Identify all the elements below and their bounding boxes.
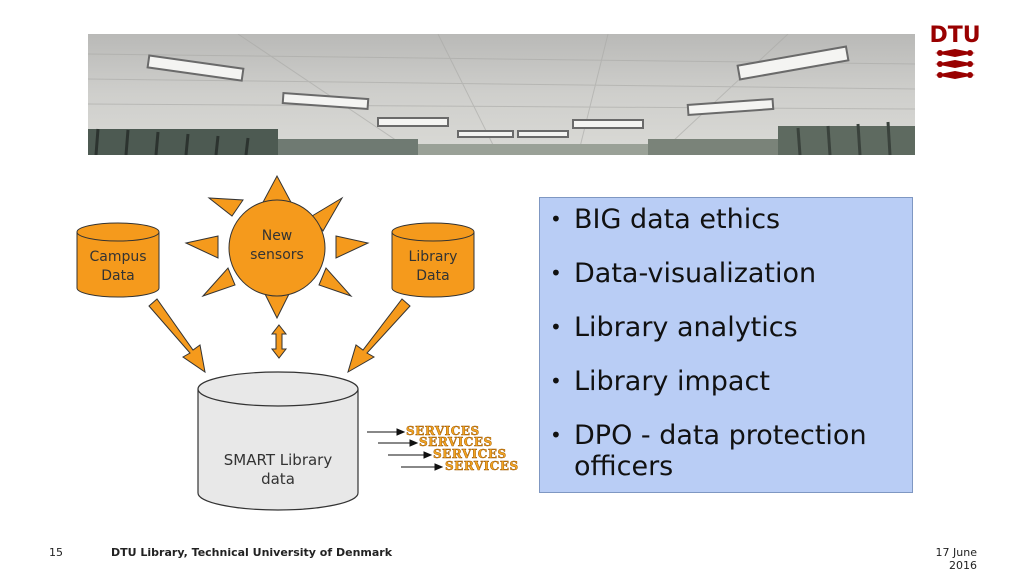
new-sensors-label: New sensors [250,228,304,263]
page-number: 15 [49,546,63,559]
services-label: SERVICES [445,459,519,474]
campus-data-cylinder [76,222,160,298]
arrow-library-to-smart [347,298,411,374]
topic-text: Data-visualization [574,258,817,289]
topics-list: • BIG data ethics • Data-visualization • Li… [550,204,902,482]
topic-text: DPO - data protection officers [574,420,867,482]
bidirectional-arrow [270,324,288,359]
header-photo [88,34,915,155]
sun-ray [318,267,353,298]
sun-circle [228,199,326,297]
bullet-dot: • [550,423,562,447]
services-arrows [367,428,444,471]
sun-ray [335,235,370,259]
dtu-logo: DTU [929,18,981,88]
topic-item: • Data-visualization [550,258,902,289]
topic-item: • BIG data ethics [550,204,902,235]
topic-text: Library analytics [574,312,798,343]
sun-ray [207,197,244,217]
sun-ray [201,267,236,298]
topic-text: Library impact [574,366,770,397]
topic-item: • Library impact [550,366,902,397]
bullet-dot: • [550,369,562,393]
topic-text: BIG data ethics [574,204,781,235]
footer-institution: DTU Library, Technical University of Den… [111,546,393,559]
library-data-label: Library Data [408,249,458,284]
services-label: SERVICES [406,424,480,439]
arrow-campus-to-smart [148,298,206,374]
bullet-dot: • [550,207,562,231]
services-label: SERVICES [419,435,493,450]
footer-date: 17 June 2016 [935,546,977,572]
topic-item: • Library analytics [550,312,902,343]
smart-library-cylinder [197,371,359,511]
dtu-logo-text: DTU [930,23,980,48]
services-label: SERVICES [433,447,507,462]
campus-data-label: Campus Data [89,249,147,284]
topics-box: • BIG data ethics • Data-visualization • Li… [539,197,913,493]
bullet-dot: • [550,315,562,339]
sun-ray [184,235,219,259]
bullet-dot: • [550,261,562,285]
topic-item: • DPO - data protection officers [550,420,902,482]
library-data-cylinder [391,222,475,298]
sun-rays [184,174,370,320]
smart-library-label: SMART Library data [223,451,333,488]
